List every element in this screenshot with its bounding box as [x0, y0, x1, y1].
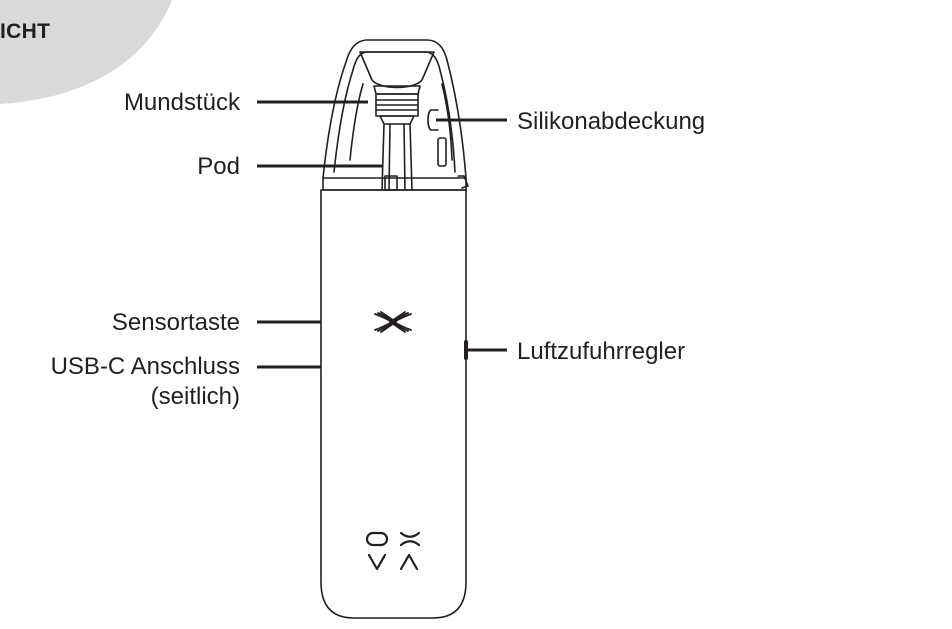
label-mouthpiece: Mundstück: [123, 89, 240, 116]
oxva-wordmark-icon: [365, 531, 421, 571]
oxva-x-logo-icon: [374, 311, 412, 333]
section-header-shape: [0, 0, 172, 104]
label-usbc-port: USB-C Anschluss (seitlich): [51, 352, 240, 412]
section-title: ICHT: [0, 20, 51, 43]
label-airflow-control: Luftzufuhrregler: [517, 338, 686, 365]
label-silicone-cover: Silikonabdeckung: [517, 108, 706, 135]
pod-tube: [381, 123, 413, 191]
mouthpiece-drawing: [359, 51, 435, 125]
label-sensor-button: Sensortaste: [111, 309, 240, 336]
label-usbc-line1: USB-C Anschluss: [50, 353, 240, 380]
device-body: [320, 189, 467, 619]
label-pod: Pod: [197, 153, 240, 180]
silicone-plug-drawing: [427, 109, 469, 189]
leader-lines: [257, 100, 507, 369]
label-usbc-line2: (seitlich): [150, 383, 240, 410]
